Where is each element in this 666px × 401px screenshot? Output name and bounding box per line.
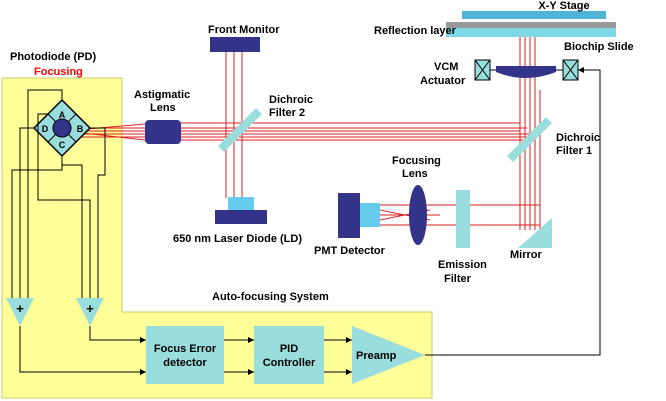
dichroic-filter-2-label-2: Filter 2: [269, 107, 305, 119]
focusing-lens: [409, 185, 427, 245]
dichroic-filter-1: [507, 117, 552, 162]
photodiode-label: Photodiode (PD): [10, 51, 96, 63]
summing-amp-1: [6, 298, 34, 326]
front-monitor: [210, 37, 260, 52]
focus-error-detector: [146, 326, 224, 384]
astigmatic-lens-label-2: Lens: [150, 102, 176, 114]
arrowheads: [140, 67, 584, 375]
dichroic-filter-1-label-2: Filter 1: [556, 145, 592, 157]
summing-amp-1-plus: +: [16, 301, 24, 316]
laser-diode-label: 650 nm Laser Diode (LD): [173, 233, 302, 245]
pd-quadrant-b: B: [77, 124, 84, 134]
reflection-layer-label: Reflection layer: [374, 25, 457, 37]
focus-error-label-2: detector: [163, 357, 207, 369]
laser-diode: [215, 197, 267, 224]
astigmatic-lens: [145, 120, 181, 144]
emission-filter: [456, 190, 470, 248]
focusing-lens-label-1: Focusing: [392, 155, 441, 167]
reflection-layer: [446, 22, 616, 28]
front-monitor-label: Front Monitor: [208, 24, 280, 36]
pid-label-2: Controller: [263, 357, 316, 369]
astigmatic-lens-label-1: Astigmatic: [134, 89, 190, 101]
pd-quadrant-a: A: [59, 110, 66, 120]
emission-filter-label-1: Emission: [438, 259, 487, 271]
pmt-detector-label: PMT Detector: [314, 245, 386, 257]
auto-focusing-panel: [1, 77, 433, 399]
xy-stage: [462, 11, 606, 19]
xy-stage-assembly: [446, 11, 616, 37]
summing-amp-2-plus: +: [86, 301, 94, 316]
vcm-label-2: Actuator: [420, 75, 466, 87]
biochip-slide-label: Biochip Slide: [564, 41, 634, 53]
pmt-detector: [338, 193, 380, 238]
signal-wiring: [11, 69, 601, 373]
focus-error-label-1: Focus Error: [154, 343, 217, 355]
pid-controller: [254, 326, 324, 384]
summing-amp-2: [76, 298, 104, 326]
dichroic-filter-2: [218, 108, 262, 152]
vcm-label-1: VCM: [434, 61, 458, 73]
pd-quadrant-c: C: [59, 140, 66, 150]
auto-focusing-system-label: Auto-focusing System: [212, 291, 329, 303]
vcm-actuator: [474, 59, 579, 81]
emission-filter-label-2: Filter: [444, 273, 472, 285]
pid-label-1: PID: [280, 343, 298, 355]
preamp-label: Preamp: [356, 350, 397, 362]
focusing-label: Focusing: [34, 66, 83, 78]
dichroic-filter-2-label-1: Dichroic: [269, 94, 313, 106]
dichroic-filter-1-label-1: Dichroic: [556, 132, 600, 144]
mirror: [518, 218, 552, 248]
biochip-slide: [446, 28, 616, 37]
focusing-lens-label-2: Lens: [402, 168, 428, 180]
preamp: [352, 326, 425, 384]
pd-quadrant-d: D: [42, 124, 49, 134]
xy-stage-label: X-Y Stage: [538, 0, 589, 12]
mirror-label: Mirror: [510, 249, 543, 261]
